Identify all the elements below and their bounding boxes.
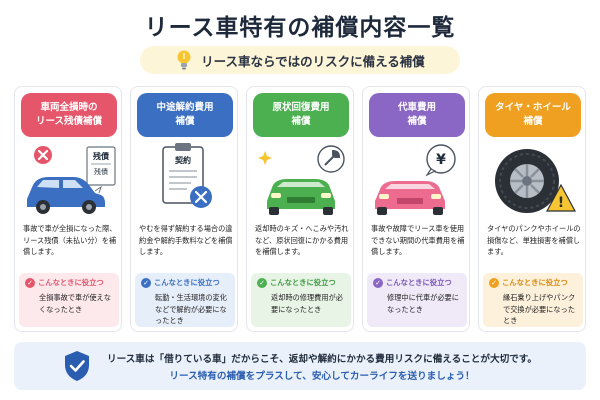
when-useful-label: こんなときに役立つ xyxy=(386,278,452,287)
subtitle-banner: リース車ならではのリスクに備える補償 xyxy=(140,46,460,74)
when-useful-label: こんなときに役立つ xyxy=(154,278,220,287)
shield-check-icon xyxy=(65,351,89,381)
card-title: 車両全損時の リース残債補償 xyxy=(21,93,117,137)
when-useful-box: ✓ こんなときに役立つ 返却時の修理費用が必要になったとき xyxy=(251,273,351,327)
card-title: タイヤ・ホイール 補償 xyxy=(485,93,581,137)
lightbulb-icon xyxy=(177,50,191,70)
check-icon: ✓ xyxy=(373,278,383,288)
when-useful-box: ✓ こんなときに役立つ 縁石乗り上げやパンクで交換が必要になったとき xyxy=(483,273,583,327)
contract-label: 契約 xyxy=(174,155,191,165)
card-replacement-car: 代車費用 補償 ¥ 事故や故障でリース車を使用できない期間の代車費用を補償します… xyxy=(362,86,470,332)
card-title: 原状回復費用 補償 xyxy=(253,93,349,137)
warning-symbol: ! xyxy=(558,195,564,211)
check-icon: ✓ xyxy=(141,278,151,288)
when-useful-title: ✓ こんなときに役立つ xyxy=(489,278,579,288)
when-useful-label: こんなときに役立つ xyxy=(270,278,336,287)
when-useful-label: こんなときに役立つ xyxy=(38,278,104,287)
pink-car-yen-illustration: ¥ xyxy=(375,144,456,215)
card-title: 中途解約費用 補償 xyxy=(137,93,233,137)
when-useful-text: 返却時の修理費用が必要になったとき xyxy=(271,293,343,314)
check-icon: ✓ xyxy=(25,278,35,288)
doc-subtitle: 残債 xyxy=(94,167,108,176)
when-useful-text: 全損事故で車が使えなくなったとき xyxy=(39,293,111,314)
card-tire-wheel: タイヤ・ホイール 補償 ! タイヤのパンクやホイールの損傷など、単独損害を補償し… xyxy=(478,86,586,332)
when-useful-text: 転勤・生活環境の変化などで解約が必要になったとき xyxy=(155,293,227,326)
when-useful-box: ✓ こんなときに役立つ 転勤・生活環境の変化などで解約が必要になったとき xyxy=(135,273,235,327)
coverage-card-list: 車両全損時の リース残債補償 残債 残債 事故で車が全損になった際、リース残債（… xyxy=(14,86,586,332)
card-description: 返却時のキズ・へこみや汚れなど、原状回復にかかる費用を補償します。 xyxy=(255,224,349,257)
footer-banner: リース車は「借りている車」だからこそ、返却や解約にかかる費用リスクに備えることが… xyxy=(14,342,586,390)
card-restoration: 原状回復費用 補償 返却時のキズ・へこみや汚れなど、原状回復にかかる費用を補償し… xyxy=(246,86,354,332)
card-description: 事故や故障でリース車を使用できない期間の代車費用を補償します。 xyxy=(371,224,465,257)
when-useful-label: こんなときに役立つ xyxy=(502,278,568,287)
subtitle-text: リース車ならではのリスクに備える補償 xyxy=(201,53,425,69)
card-title: 代車費用 補償 xyxy=(369,93,465,137)
card-description: タイヤのパンクやホイールの損傷など、単独損害を補償します。 xyxy=(487,224,581,257)
when-useful-text: 修理中に代車が必要になったとき xyxy=(387,293,459,314)
yen-bubble-icon xyxy=(426,144,456,174)
footer-line-1: リース車は「借りている車」だからこそ、返却や解約にかかる費用リスクに備えることが… xyxy=(107,353,537,365)
doc-title: 残債 xyxy=(93,151,109,161)
when-useful-title: ✓ こんなときに役立つ xyxy=(141,278,231,288)
green-car-wrench-illustration xyxy=(258,145,345,215)
when-useful-title: ✓ こんなときに役立つ xyxy=(257,278,347,288)
page-title: リース車特有の補償内容一覧 xyxy=(144,15,456,41)
contract-clipboard-illustration: 契約 xyxy=(162,143,212,208)
when-useful-box: ✓ こんなときに役立つ 修理中に代車が必要になったとき xyxy=(367,273,467,327)
tire-warning-illustration: ! xyxy=(495,149,577,213)
when-useful-box: ✓ こんなときに役立つ 全損事故で車が使えなくなったとき xyxy=(19,273,119,327)
footer-text: リース車は「借りている車」だからこそ、返却や解約にかかる費用リスクに備えることが… xyxy=(102,351,542,382)
sparkle-icon xyxy=(258,151,272,165)
card-early-termination: 中途解約費用 補償 契約 やむを得ず解約する場合の違約金や解約手数料などを補償し… xyxy=(130,86,238,332)
card-description: 事故で車が全損になった際、リース残債（未払い分）を補償します。 xyxy=(23,224,117,257)
card-description: やむを得ず解約する場合の違約金や解約手数料などを補償します。 xyxy=(139,224,233,257)
document-icon xyxy=(86,146,116,186)
footer-line-2: リース特有の補償をプラスして、安心してカーライフを送りましょう！ xyxy=(169,370,475,382)
check-icon: ✓ xyxy=(489,278,499,288)
yen-symbol: ¥ xyxy=(436,152,446,168)
when-useful-title: ✓ こんなときに役立つ xyxy=(373,278,463,288)
check-icon: ✓ xyxy=(257,278,267,288)
wrench-icon xyxy=(324,149,341,166)
warning-icon xyxy=(545,183,577,212)
when-useful-text: 縁石乗り上げやパンクで交換が必要になったとき xyxy=(503,293,576,326)
card-residual-debt: 車両全損時の リース残債補償 残債 残債 事故で車が全損になった際、リース残債（… xyxy=(14,86,122,332)
wrecked-car-illustration: 残債 残債 xyxy=(27,146,116,214)
when-useful-title: ✓ こんなときに役立つ xyxy=(25,278,115,288)
